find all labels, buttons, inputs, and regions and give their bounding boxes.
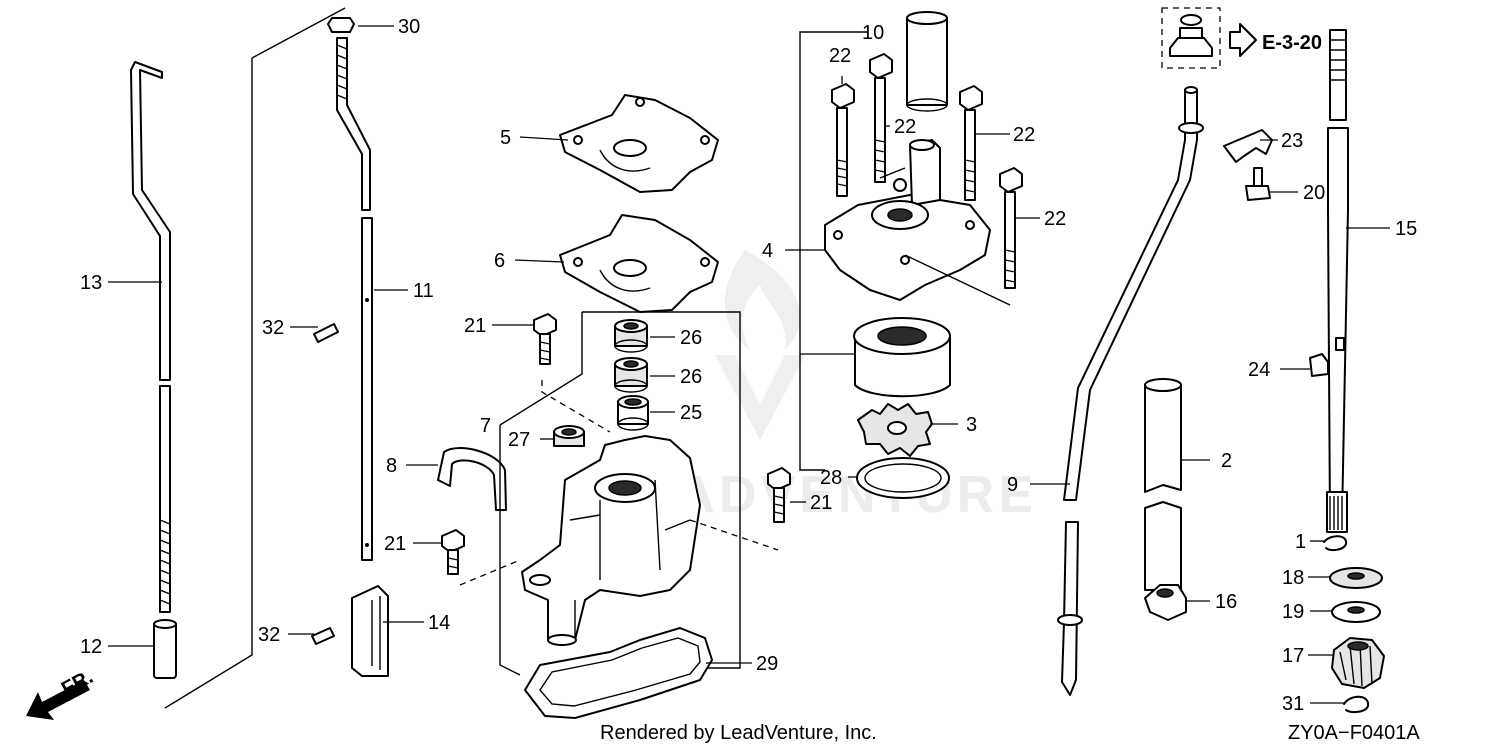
part-19-washer[interactable] bbox=[1331, 601, 1381, 623]
callout-22-c[interactable]: 22 bbox=[1013, 124, 1035, 146]
callout-30[interactable]: 30 bbox=[398, 16, 420, 38]
callout-25[interactable]: 25 bbox=[680, 402, 702, 424]
part-11-rod[interactable] bbox=[336, 37, 373, 561]
callout-18[interactable]: 18 bbox=[1282, 567, 1304, 589]
leader-lines bbox=[108, 25, 1390, 704]
part-22-bolt-c[interactable] bbox=[959, 85, 983, 201]
part-10-tube[interactable] bbox=[906, 11, 948, 112]
part-12-sleeve[interactable] bbox=[153, 621, 177, 679]
callout-32-lower[interactable]: 32 bbox=[258, 624, 280, 646]
part-26-bearing-upper[interactable] bbox=[614, 319, 648, 353]
callout-8[interactable]: 8 bbox=[386, 455, 397, 477]
part-22-bolt-a[interactable] bbox=[831, 83, 855, 197]
part-29-gasket[interactable] bbox=[524, 627, 713, 719]
callout-23[interactable]: 23 bbox=[1281, 130, 1303, 152]
part-32-pin-upper[interactable] bbox=[313, 323, 339, 343]
callout-1[interactable]: 1 bbox=[1295, 531, 1306, 553]
callout-17[interactable]: 17 bbox=[1282, 645, 1304, 667]
part-8-grommet[interactable] bbox=[437, 447, 507, 511]
part-21-bolt-right[interactable] bbox=[767, 467, 791, 523]
callout-26-lower[interactable]: 26 bbox=[680, 366, 702, 388]
part-26-bearing-lower[interactable] bbox=[614, 357, 648, 393]
part-21-bolt-lower[interactable] bbox=[441, 529, 465, 575]
part-31-circlip[interactable] bbox=[1343, 695, 1370, 714]
callout-21-lower[interactable]: 21 bbox=[384, 533, 406, 555]
part-18-washer[interactable] bbox=[1329, 567, 1383, 589]
callout-24[interactable]: 24 bbox=[1248, 359, 1270, 381]
part-14-clip[interactable] bbox=[351, 585, 389, 677]
part-22-bolt-b[interactable] bbox=[869, 53, 893, 183]
callout-14[interactable]: 14 bbox=[428, 612, 450, 634]
assembly-frame-7 bbox=[499, 311, 741, 676]
reference-box[interactable] bbox=[1161, 7, 1221, 69]
callout-12[interactable]: 12 bbox=[80, 636, 102, 658]
diagram-code: ZY0A−F0401A bbox=[1288, 722, 1420, 744]
part-24-key[interactable] bbox=[1309, 353, 1329, 377]
callout-5[interactable]: 5 bbox=[500, 127, 511, 149]
callout-20[interactable]: 20 bbox=[1303, 182, 1325, 204]
part-7-pump-housing[interactable] bbox=[521, 435, 701, 646]
callout-3[interactable]: 3 bbox=[966, 414, 977, 436]
callout-7[interactable]: 7 bbox=[480, 415, 491, 437]
part-27-seal[interactable] bbox=[553, 425, 585, 447]
callout-32-upper[interactable]: 32 bbox=[262, 317, 284, 339]
part-1-circlip[interactable] bbox=[1323, 535, 1348, 552]
callout-28[interactable]: 28 bbox=[820, 467, 842, 489]
part-impeller-liner[interactable] bbox=[853, 317, 951, 398]
callout-21-right[interactable]: 21 bbox=[810, 492, 832, 514]
part-17-pinion-gear[interactable] bbox=[1331, 637, 1385, 689]
assembly-frame-10 bbox=[799, 31, 868, 471]
part-23-plate[interactable] bbox=[1223, 129, 1273, 163]
callout-22-a[interactable]: 22 bbox=[829, 45, 851, 67]
front-direction-arrow: FR. bbox=[26, 666, 97, 720]
callout-22-d[interactable]: 22 bbox=[1044, 208, 1066, 230]
part-15-driveshaft[interactable] bbox=[1326, 29, 1349, 533]
assembly-line-left bbox=[164, 7, 346, 709]
part-28-ring[interactable] bbox=[856, 457, 950, 499]
callout-27[interactable]: 27 bbox=[508, 429, 530, 451]
callout-31[interactable]: 31 bbox=[1282, 693, 1304, 715]
callout-21-upper[interactable]: 21 bbox=[464, 315, 486, 337]
assembly-lines-4 bbox=[879, 167, 1011, 306]
callout-13[interactable]: 13 bbox=[80, 272, 102, 294]
callout-11[interactable]: 11 bbox=[413, 280, 434, 302]
part-21-bolt-upper[interactable] bbox=[533, 313, 557, 365]
part-6-plate[interactable] bbox=[559, 214, 719, 313]
callout-2[interactable]: 2 bbox=[1221, 450, 1232, 472]
assembly-dashes-7 bbox=[459, 380, 779, 586]
callouts: 1 2 3 4 5 6 7 8 9 10 11 12 13 14 15 16 1… bbox=[80, 16, 1417, 715]
callout-4[interactable]: 4 bbox=[762, 240, 773, 262]
reference-label[interactable]: E-3-20 bbox=[1262, 32, 1322, 54]
callout-15[interactable]: 15 bbox=[1395, 218, 1417, 240]
part-12-sleeve-top bbox=[153, 619, 177, 629]
callout-29[interactable]: 29 bbox=[756, 653, 778, 675]
part-30-nut[interactable] bbox=[327, 17, 355, 33]
part-4-pump-case[interactable] bbox=[824, 139, 991, 301]
part-22-bolt-d[interactable] bbox=[999, 167, 1023, 289]
callout-26-upper[interactable]: 26 bbox=[680, 327, 702, 349]
part-25-bushing[interactable] bbox=[617, 395, 649, 431]
callout-9[interactable]: 9 bbox=[1007, 474, 1018, 496]
part-2-water-tube[interactable] bbox=[1144, 378, 1182, 591]
callout-10[interactable]: 10 bbox=[862, 22, 884, 44]
callout-16[interactable]: 16 bbox=[1215, 591, 1237, 613]
credit-text: Rendered by LeadVenture, Inc. bbox=[600, 722, 877, 744]
part-3-impeller[interactable] bbox=[857, 403, 933, 457]
reference-arrow-icon bbox=[1229, 23, 1257, 57]
part-16-grommet[interactable] bbox=[1144, 584, 1187, 621]
callout-6[interactable]: 6 bbox=[494, 250, 505, 272]
part-32-pin-lower[interactable] bbox=[311, 627, 335, 645]
part-20-bolt[interactable] bbox=[1245, 167, 1271, 201]
part-13-shift-rod[interactable] bbox=[130, 61, 171, 613]
callout-19[interactable]: 19 bbox=[1282, 601, 1304, 623]
callout-22-b[interactable]: 22 bbox=[894, 116, 916, 138]
part-5-plate[interactable] bbox=[559, 94, 719, 193]
part-9-water-tube[interactable] bbox=[1057, 86, 1204, 696]
